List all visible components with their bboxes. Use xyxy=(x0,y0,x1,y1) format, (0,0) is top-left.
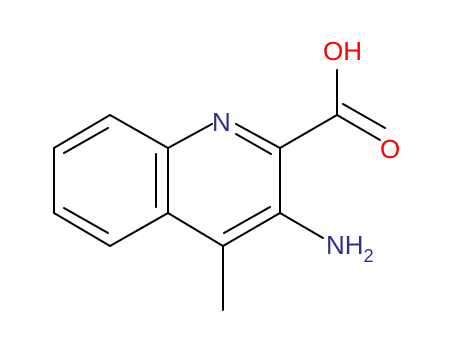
atom-nh2-main: NH xyxy=(326,230,364,260)
atom-oh-label: OH xyxy=(323,36,362,66)
atom-n1-label: N xyxy=(212,107,231,137)
bond-c8a-c8 xyxy=(109,114,169,149)
bond-c3-n-amino xyxy=(279,212,324,239)
bond-c5-c4a xyxy=(109,212,169,247)
bond-n1-c2-inner xyxy=(235,133,272,155)
atom-nh2-subscript: 2 xyxy=(364,246,374,266)
bond-c-o-double-a xyxy=(336,114,381,141)
bond-c2-c-carboxyl xyxy=(279,114,338,149)
bond-c-o-double-b xyxy=(342,103,386,129)
bond-c8-c7 xyxy=(53,114,111,149)
bond-c4-c4a xyxy=(167,212,224,247)
atom-labels: N OH O NH2 xyxy=(212,36,400,266)
bond-c6-c5 xyxy=(53,212,111,247)
bond-c3-c4-inner xyxy=(223,206,271,234)
bond-c8a-n1 xyxy=(167,123,213,149)
bonds xyxy=(53,69,386,311)
bond-c3-c4 xyxy=(222,212,281,247)
bond-c6-c5-inner xyxy=(63,207,109,234)
bond-c7-c7-inner xyxy=(63,127,109,154)
bond-n1-c2 xyxy=(235,123,281,149)
atom-nh2-label: NH2 xyxy=(326,230,374,266)
atom-o-label: O xyxy=(380,134,400,164)
